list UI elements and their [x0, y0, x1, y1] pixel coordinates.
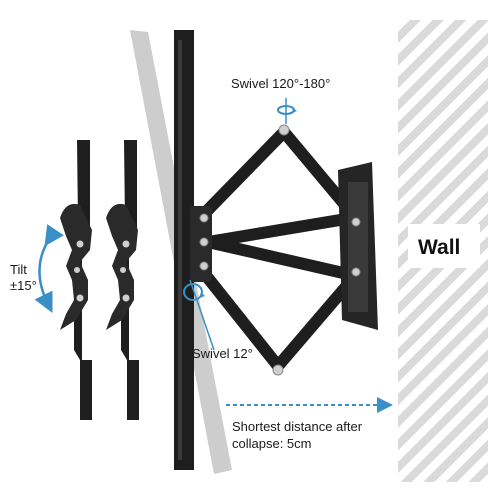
- tilt-arm-right: [106, 140, 139, 420]
- tilt-arrow-icon: [34, 224, 64, 313]
- swivel-bottom-icon: [183, 279, 215, 351]
- bolts: [199, 124, 361, 376]
- tilt-label-degrees: ±15°: [10, 278, 37, 293]
- tilt-label-title: Tilt: [10, 262, 27, 277]
- tilt-label: Tilt ±15°: [10, 262, 37, 294]
- tilt-arm-left: [60, 140, 92, 420]
- wall-label-bg: [408, 224, 480, 268]
- distance-label-line2: collapse: 5cm: [232, 436, 312, 451]
- articulating-arm: [194, 126, 362, 372]
- swivel-top-label: Swivel 120°-180°: [231, 76, 331, 91]
- swivel-bottom-label: Swivel 12°: [192, 346, 253, 361]
- swivel-top-icon: [277, 98, 297, 124]
- distance-label-line1: Shortest distance after: [232, 419, 363, 434]
- distance-label: Shortest distance after collapse: 5cm: [232, 418, 362, 452]
- wall-label: Wall: [418, 236, 461, 259]
